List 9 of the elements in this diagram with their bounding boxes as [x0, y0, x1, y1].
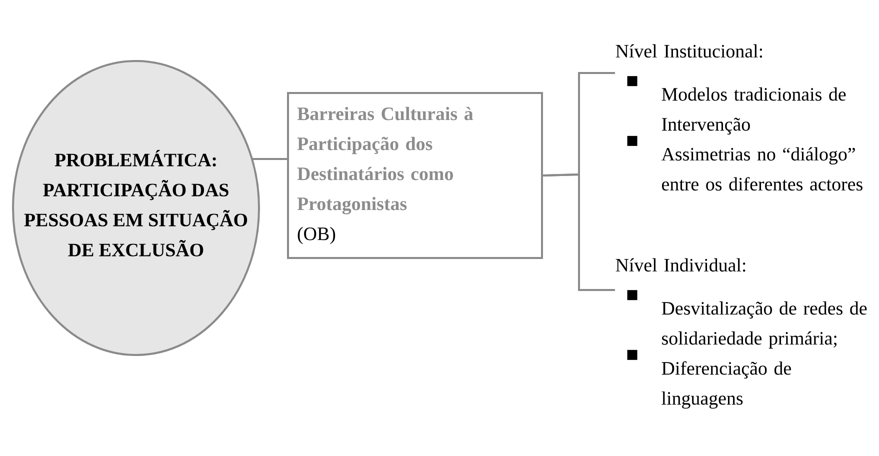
- bullet-item: Assimetrias no “diálogo” entre os diferentes actores: [627, 136, 862, 191]
- connector-line: [252, 158, 287, 160]
- concept-box: Barreiras Culturais à Participação dos Destinatários como Protagonistas (OB): [287, 92, 543, 259]
- connector-line: [542, 173, 615, 291]
- bullet-item: Diferenciação de linguagens: [627, 350, 791, 409]
- level-heading: Nível Institucional:: [616, 44, 762, 58]
- bullet-item: Modelos tradicionais de Intervenção: [627, 76, 846, 135]
- level-heading: Nível Individual:: [616, 258, 746, 272]
- bullet-item: Desvitalização de redes de solidariedade primária;: [627, 290, 867, 349]
